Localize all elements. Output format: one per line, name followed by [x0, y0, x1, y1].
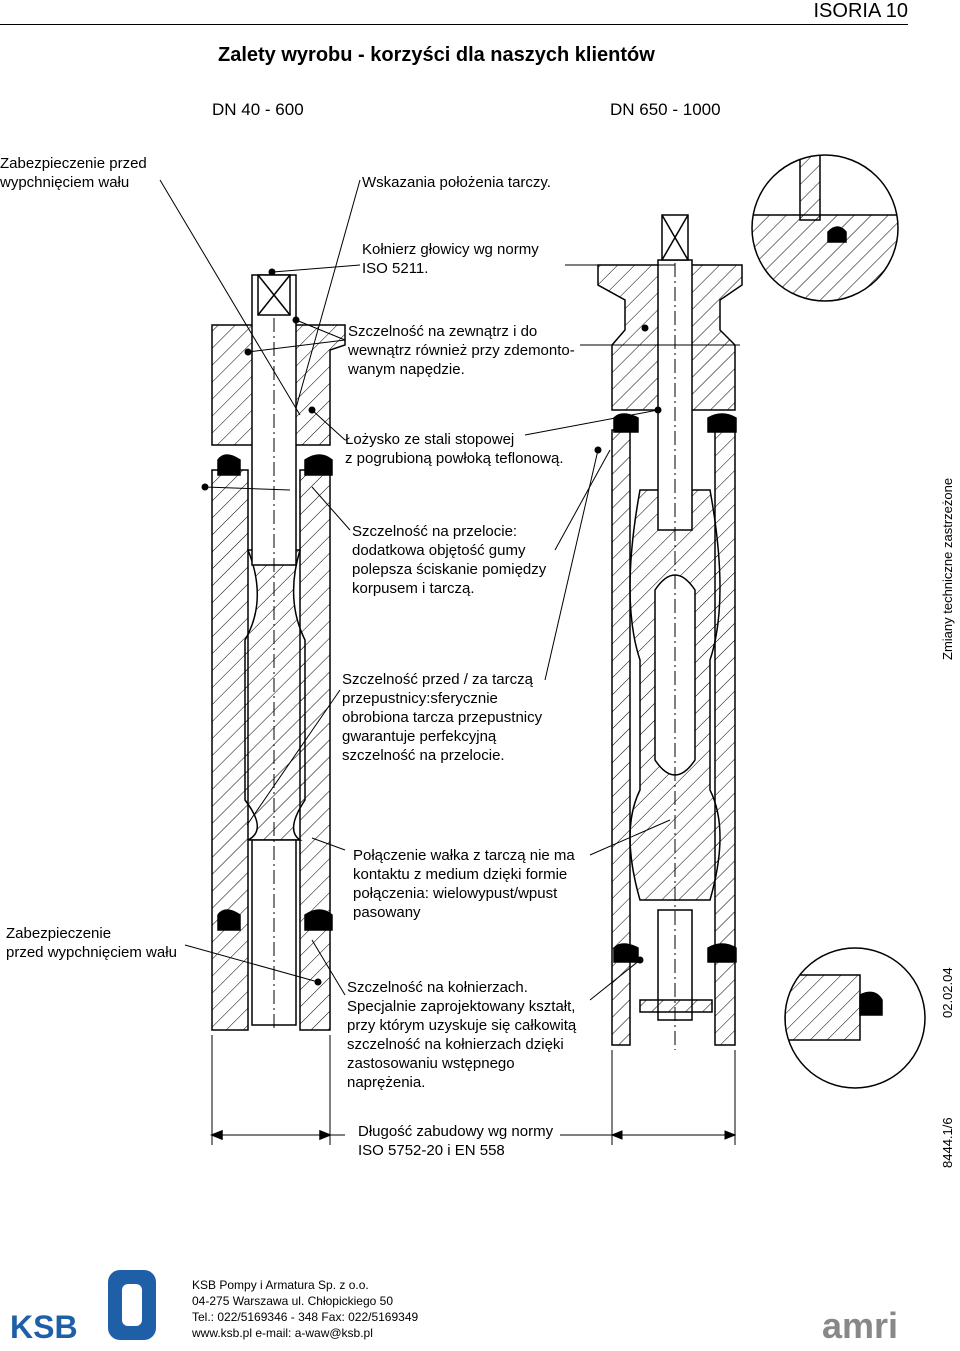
right-valve-drawing: [597, 214, 743, 1050]
amri-logo-text: amri: [822, 1305, 898, 1346]
right-dimension-line: [330, 1050, 737, 1145]
callout-face-length: Długość zabudowy wg normy ISO 5752-20 i …: [358, 1123, 554, 1159]
page-title: Zalety wyrobu - korzyści dla naszych kli…: [218, 44, 655, 66]
side-date: 02.02.04: [940, 967, 955, 1018]
callout-shaft-disc-connection: Połączenie wałka z tarczą nie ma kontakt…: [353, 847, 575, 921]
dn-range-right: DN 650 - 1000: [610, 100, 721, 119]
footer-address: KSB Pompy i Armatura Sp. z o.o. 04-275 W…: [192, 1278, 419, 1340]
dn-range-left: DN 40 - 600: [212, 100, 304, 119]
callout-passage-seal: Szczelność na przelocie: dodatkowa objęt…: [352, 523, 547, 597]
ksb-logo-text: KSB: [10, 1309, 78, 1345]
callout-bearing: Łożysko ze stali stopowej z pogrubioną p…: [345, 431, 564, 467]
callout-flange-iso: Kołnierz głowicy wg normy ISO 5211.: [362, 241, 539, 277]
left-valve-drawing: [209, 270, 346, 1145]
callout-tightness-outside: Szczelność na zewnątrz i do wewnątrz rów…: [348, 323, 575, 378]
detail-circle-bottom: [784, 947, 926, 1089]
side-note-technical-changes: Zmiany techniczne zastrzeżone: [940, 477, 955, 660]
side-document-code: 8444.1/6: [940, 1117, 955, 1168]
detail-circle-top: [751, 154, 899, 302]
document-series-title: ISORIA 10: [813, 0, 909, 22]
callout-shaft-protection-bottom: Zabezpieczenie przed wypchnięciem wału: [6, 925, 177, 961]
leader-lines: [159, 179, 740, 1001]
callout-disc-position: Wskazania położenia tarczy.: [362, 174, 551, 191]
callout-flange-seal: Szczelność na kołnierzach. Specjalnie za…: [347, 979, 577, 1091]
header-rule: [0, 24, 908, 25]
callout-shaft-protection-top: Zabezpieczenie przed wypchnięciem wału: [0, 155, 147, 191]
amri-logo: amri: [822, 1305, 898, 1346]
callout-disc-seal: Szczelność przed / za tarczą przepustnic…: [342, 671, 543, 764]
ksb-logo: KSB: [10, 1270, 156, 1345]
